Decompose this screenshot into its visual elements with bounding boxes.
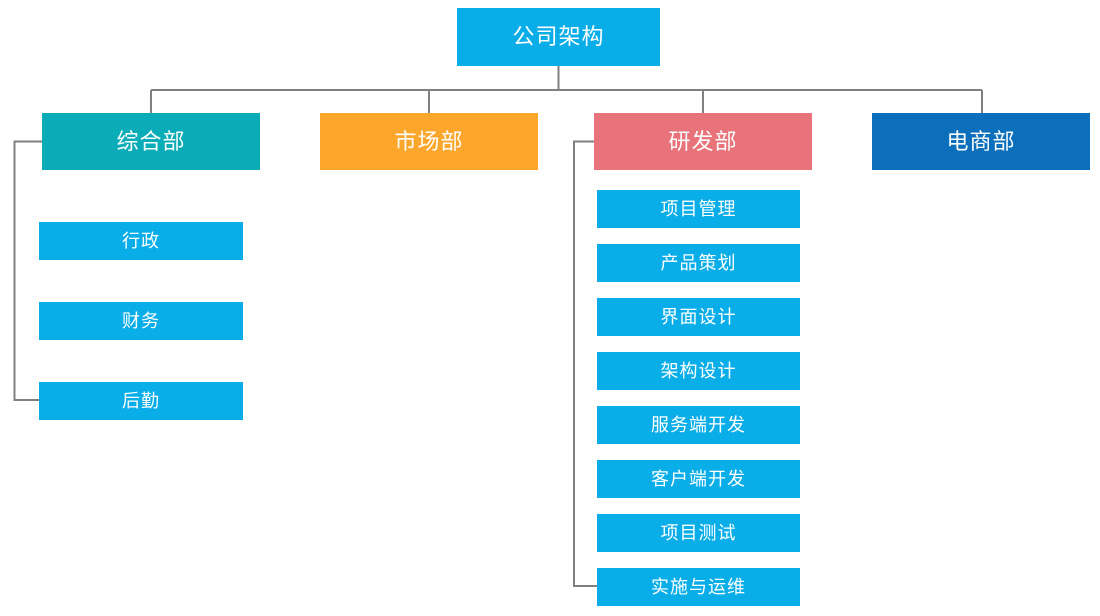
sub-node-project-testing: 项目测试 [597, 514, 800, 552]
sub-node-client-dev: 客户端开发 [597, 460, 800, 498]
sub-node-implementation-ops: 实施与运维 [597, 568, 800, 606]
dept-node-general: 综合部 [42, 113, 260, 170]
sub-node-logistics: 后勤 [39, 382, 243, 420]
sub-node-server-dev: 服务端开发 [597, 406, 800, 444]
dept-node-ecommerce: 电商部 [872, 113, 1090, 170]
sub-node-finance: 财务 [39, 302, 243, 340]
sub-node-product-planning: 产品策划 [597, 244, 800, 282]
root-tree-connector [150, 66, 983, 113]
dept-node-rnd: 研发部 [594, 113, 812, 170]
rnd-dept-bracket [573, 140, 597, 587]
sub-node-architecture-design: 架构设计 [597, 352, 800, 390]
dept-node-marketing: 市场部 [320, 113, 538, 170]
sub-node-admin: 行政 [39, 222, 243, 260]
root-node-company-structure: 公司架构 [457, 8, 660, 66]
general-dept-bracket [13, 140, 42, 401]
sub-node-ui-design: 界面设计 [597, 298, 800, 336]
sub-node-project-management: 项目管理 [597, 190, 800, 228]
